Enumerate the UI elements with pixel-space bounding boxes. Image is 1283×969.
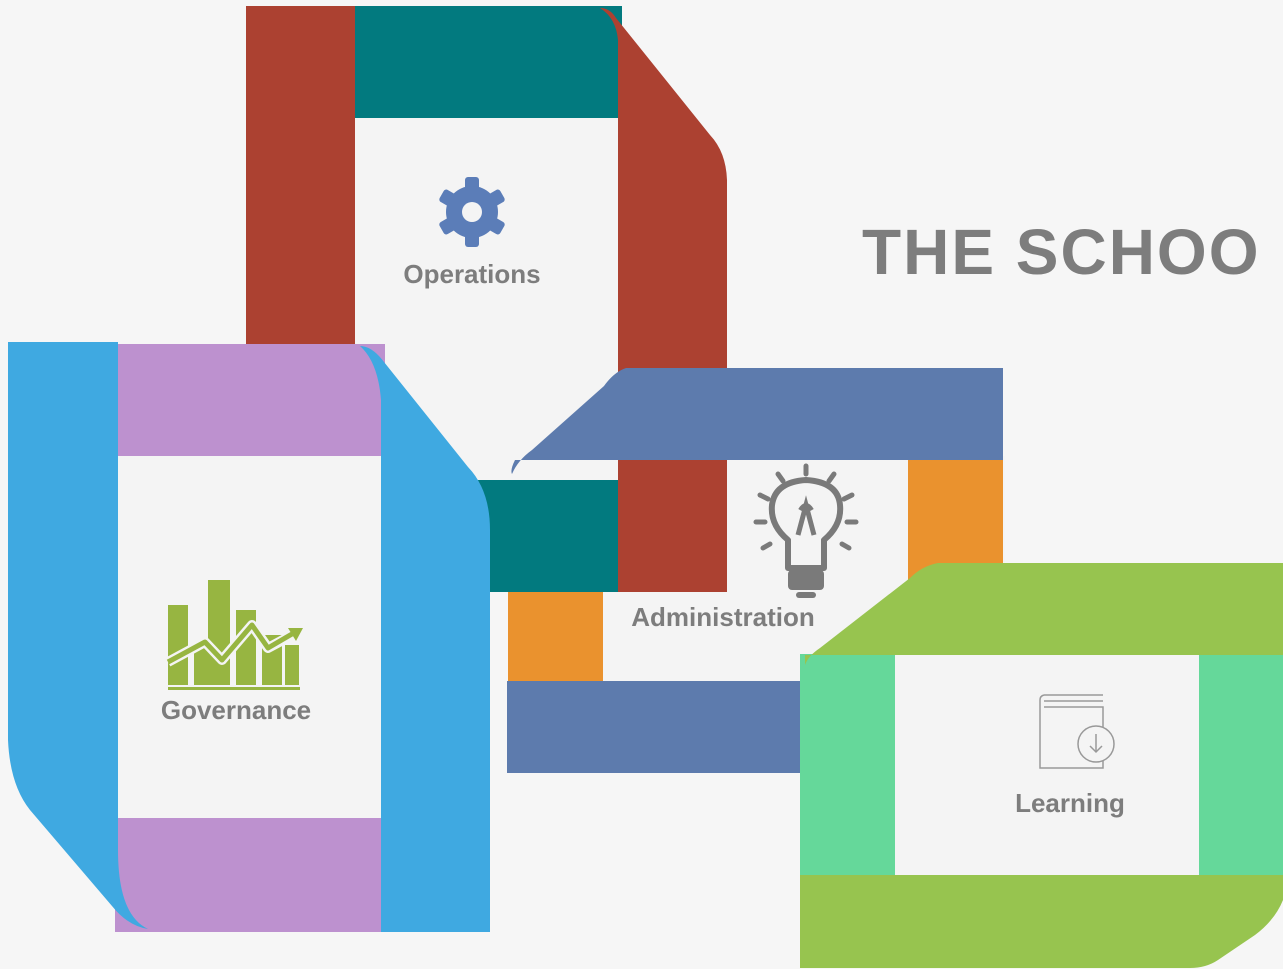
- administration-bands: Administration: [507, 368, 1003, 773]
- learning-label: Learning: [1015, 788, 1125, 818]
- page-title: THE SCHOO: [862, 216, 1260, 288]
- administration-top-band: [511, 368, 1003, 474]
- learning-card: Learning: [800, 563, 1283, 968]
- lightbulb-icon: [753, 463, 859, 598]
- learning-bottom-band: [800, 875, 1283, 968]
- learning-top-band: [805, 563, 1283, 665]
- gear-icon: [439, 177, 505, 247]
- administration-label: Administration: [631, 602, 814, 632]
- governance-card: Governance: [8, 342, 490, 932]
- governance-top-band: [115, 344, 385, 456]
- download-book-icon: [1039, 694, 1115, 769]
- learning-left-bar: [800, 654, 895, 884]
- learning-right-bar: [1199, 650, 1283, 880]
- governance-left-band: [8, 342, 148, 929]
- operations-label: Operations: [403, 259, 540, 289]
- growth-chart-icon: [165, 580, 303, 690]
- operations-right-band: [600, 8, 727, 592]
- learning-panel: [893, 650, 1203, 880]
- governance-right-band: [360, 346, 490, 932]
- governance-bottom-band: [115, 818, 385, 932]
- governance-label: Governance: [161, 695, 311, 725]
- operations-top-band: [350, 6, 622, 118]
